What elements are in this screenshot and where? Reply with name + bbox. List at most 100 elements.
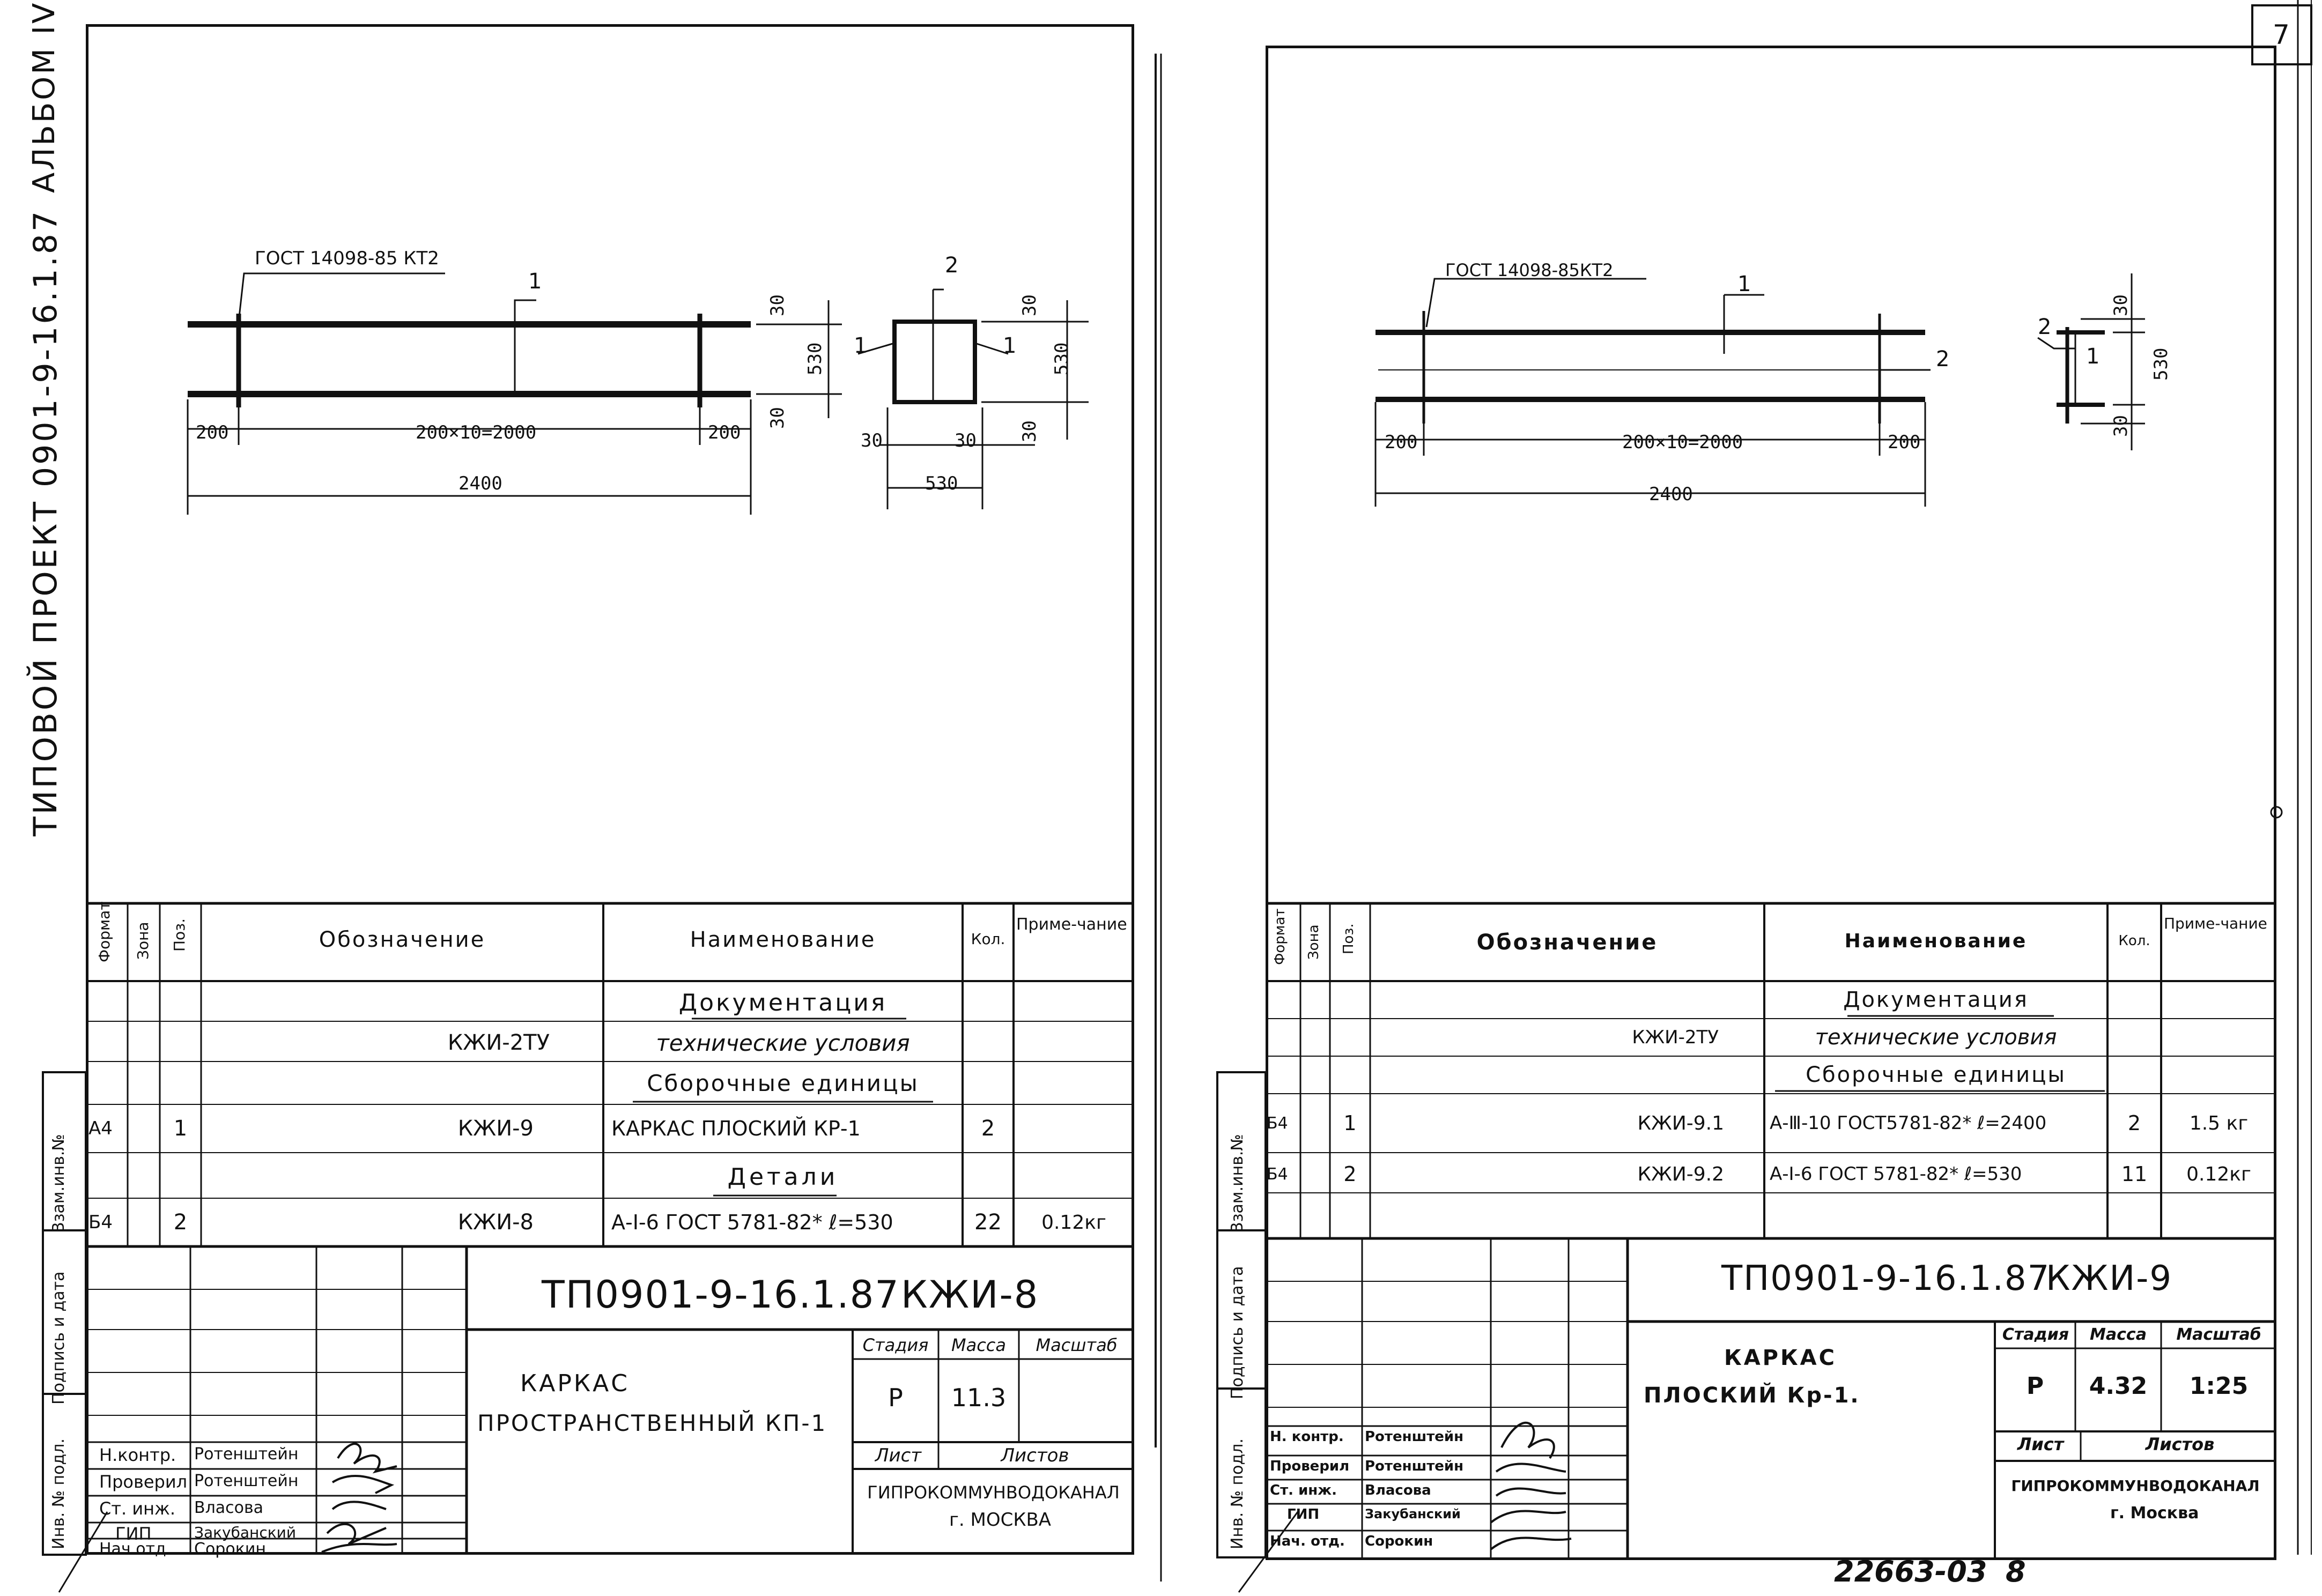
right-hdr-designation: Обозначение bbox=[1476, 930, 1658, 955]
left-stamp-sheets-label: Листов bbox=[1001, 1445, 1069, 1466]
left-hdr-designation: Обозначение bbox=[319, 927, 486, 952]
right-row-4-note: 1.5 кг bbox=[2189, 1112, 2249, 1134]
left-stamp-doc-mark: КЖИ-8 bbox=[901, 1273, 1039, 1317]
right-row-4-format: Б4 bbox=[1267, 1114, 1288, 1133]
left-stamp-name-5: Сорокин bbox=[194, 1540, 266, 1558]
right-row-5-qty: 11 bbox=[2121, 1162, 2148, 1186]
right-stamp-name-1: Ротенштейн bbox=[1365, 1429, 1464, 1445]
left-stamp-org-1: ГИПРОКОММУНВОДОКАНАЛ bbox=[867, 1482, 1120, 1503]
right-hdr-note: Приме-чание bbox=[2164, 915, 2267, 932]
left-stamp-name-3: Власова bbox=[194, 1498, 264, 1517]
left-row-2-name: технические условия bbox=[656, 1029, 910, 1056]
right-stamp-doc-code: ТП0901-9-16.1.87 bbox=[1721, 1259, 2051, 1298]
left-hdr-qty: Кол. bbox=[971, 930, 1005, 948]
right-row-5-format: Б4 bbox=[1267, 1164, 1288, 1184]
left-stamp-role-2: Проверил bbox=[99, 1472, 188, 1492]
right-row-5-name: А-I-6 ГОСТ 5781-82* ℓ=530 bbox=[1770, 1163, 2022, 1185]
left-row-4-qty: 2 bbox=[981, 1116, 995, 1141]
left-row-6-designation: КЖИ-8 bbox=[457, 1210, 534, 1235]
left-row-6-pos: 2 bbox=[173, 1210, 188, 1235]
right-stamp-name-2: Ротенштейн bbox=[1365, 1458, 1464, 1474]
left-stamp-stage: Р bbox=[888, 1383, 903, 1412]
left-row-2-designation: КЖИ-2ТУ bbox=[447, 1030, 550, 1055]
left-stamp-role-1: Н.контр. bbox=[99, 1445, 176, 1465]
right-sheet-frame bbox=[1266, 46, 2276, 1560]
left-row-6-note: 0.12кг bbox=[1041, 1211, 1106, 1234]
right-pos-label-2: 2 bbox=[1936, 347, 1950, 372]
left-stamp-doc-code: ТП0901-9-16.1.87 bbox=[542, 1273, 900, 1317]
right-stamp-scale: 1:25 bbox=[2189, 1372, 2249, 1400]
left-pos-label-1: 1 bbox=[528, 269, 542, 294]
left-row-6-name: А-I-6 ГОСТ 5781-82* ℓ=530 bbox=[611, 1211, 893, 1234]
right-stamp-scale-label: Масштаб bbox=[2176, 1325, 2261, 1344]
left-stamp-name-4: Закубанский bbox=[194, 1524, 297, 1541]
left-row-3-name: Сборочные единицы bbox=[647, 1070, 919, 1096]
bottom-code: 22663-03 bbox=[1834, 1555, 1987, 1588]
left-dim-200-right: 200 bbox=[708, 422, 741, 443]
left-dim-30-c: 30 bbox=[861, 430, 883, 451]
right-stamp-role-5: Нач. отд. bbox=[1270, 1533, 1345, 1549]
right-dim-mid: 200×10=2000 bbox=[1622, 432, 1743, 453]
left-stamp-title-2: ПРОСТРАНСТВЕННЫЙ КП-1 bbox=[477, 1410, 827, 1436]
right-stamp-title-2: ПЛОСКИЙ Кр-1. bbox=[1644, 1383, 1860, 1408]
right-pos-label-4: 1 bbox=[2086, 344, 2100, 369]
left-hdr-note: Приме-чание bbox=[1016, 915, 1127, 934]
right-stamp-mass: 4.32 bbox=[2089, 1372, 2148, 1400]
left-pos-label-4: 1 bbox=[1003, 333, 1017, 358]
right-dim-2400: 2400 bbox=[1649, 484, 1693, 505]
left-row-4-name: КАРКАС ПЛОСКИЙ КР-1 bbox=[611, 1117, 861, 1140]
right-row-5-designation: КЖИ-9.2 bbox=[1637, 1163, 1724, 1185]
right-row-1-name: Документация bbox=[1843, 988, 2029, 1012]
right-stamp-name-4: Закубанский bbox=[1365, 1506, 1461, 1521]
right-stamp-doc-mark: КЖИ-9 bbox=[2046, 1259, 2173, 1298]
right-dim-200-right: 200 bbox=[1888, 432, 1921, 453]
right-stamp-mass-label: Масса bbox=[2090, 1325, 2147, 1344]
right-stamp-title-1: КАРКАС bbox=[1724, 1346, 1837, 1370]
left-row-1-name: Документация bbox=[678, 989, 888, 1016]
right-row-4-pos: 1 bbox=[1343, 1111, 1357, 1135]
right-stamp-name-5: Сорокин bbox=[1365, 1533, 1433, 1549]
left-dim-30-d: 30 bbox=[955, 430, 977, 451]
right-pos-label-1: 1 bbox=[1737, 272, 1751, 296]
left-pos-label-3: 1 bbox=[854, 333, 868, 358]
left-stamp-role-5: Нач.отд. bbox=[99, 1540, 172, 1558]
left-row-6-format: Б4 bbox=[88, 1212, 113, 1233]
right-row-5-note: 0.12кг bbox=[2186, 1163, 2251, 1185]
left-dim-mid: 200×10=2000 bbox=[416, 422, 537, 443]
right-stamp-role-3: Ст. инж. bbox=[1270, 1482, 1337, 1498]
left-stamp-name-1: Ротенштейн bbox=[194, 1445, 299, 1464]
right-row-4-designation: КЖИ-9.1 bbox=[1637, 1112, 1724, 1134]
right-stamp-stage-label: Стадия bbox=[2002, 1325, 2069, 1344]
right-stamp-name-3: Власова bbox=[1365, 1482, 1431, 1498]
left-stamp-name-2: Ротенштейн bbox=[194, 1472, 299, 1490]
right-row-2-designation: КЖИ-2ТУ bbox=[1632, 1027, 1719, 1048]
left-stamp-title-1: КАРКАС bbox=[520, 1370, 630, 1397]
left-row-6-qty: 22 bbox=[974, 1210, 1002, 1235]
right-corner-number: 7 bbox=[2273, 19, 2290, 50]
left-stamp-role-4: ГИП bbox=[115, 1524, 152, 1544]
left-dim-200-left: 200 bbox=[196, 422, 229, 443]
right-row-4-name: А-Ⅲ-10 ГОСТ5781-82* ℓ=2400 bbox=[1770, 1112, 2047, 1134]
right-stamp-org-1: ГИПРОКОММУНВОДОКАНАЛ bbox=[2011, 1477, 2260, 1495]
left-stamp-mass: 11.3 bbox=[951, 1383, 1007, 1412]
right-gost-note: ГОСТ 14098-85КТ2 bbox=[1445, 260, 1614, 280]
right-hdr-name: Наименование bbox=[1844, 930, 2028, 952]
right-stamp-sheet-label: Лист bbox=[2017, 1434, 2064, 1454]
left-gost-note: ГОСТ 14098-85 КТ2 bbox=[255, 248, 439, 269]
left-sheet-frame bbox=[86, 24, 1134, 1555]
left-stamp-sheet-label: Лист bbox=[875, 1445, 922, 1466]
left-dim-530-h: 530 bbox=[925, 473, 958, 494]
right-stamp-role-1: Н. контр. bbox=[1270, 1429, 1344, 1445]
left-stamp-org-2: г. МОСКВА bbox=[949, 1509, 1052, 1531]
left-row-5-name: Детали bbox=[727, 1163, 839, 1191]
left-stamp-role-3: Ст. инж. bbox=[99, 1498, 176, 1519]
left-stamp-mass-label: Масса bbox=[951, 1335, 1006, 1355]
right-row-5-pos: 2 bbox=[1343, 1162, 1357, 1186]
left-row-4-pos: 1 bbox=[173, 1116, 188, 1141]
